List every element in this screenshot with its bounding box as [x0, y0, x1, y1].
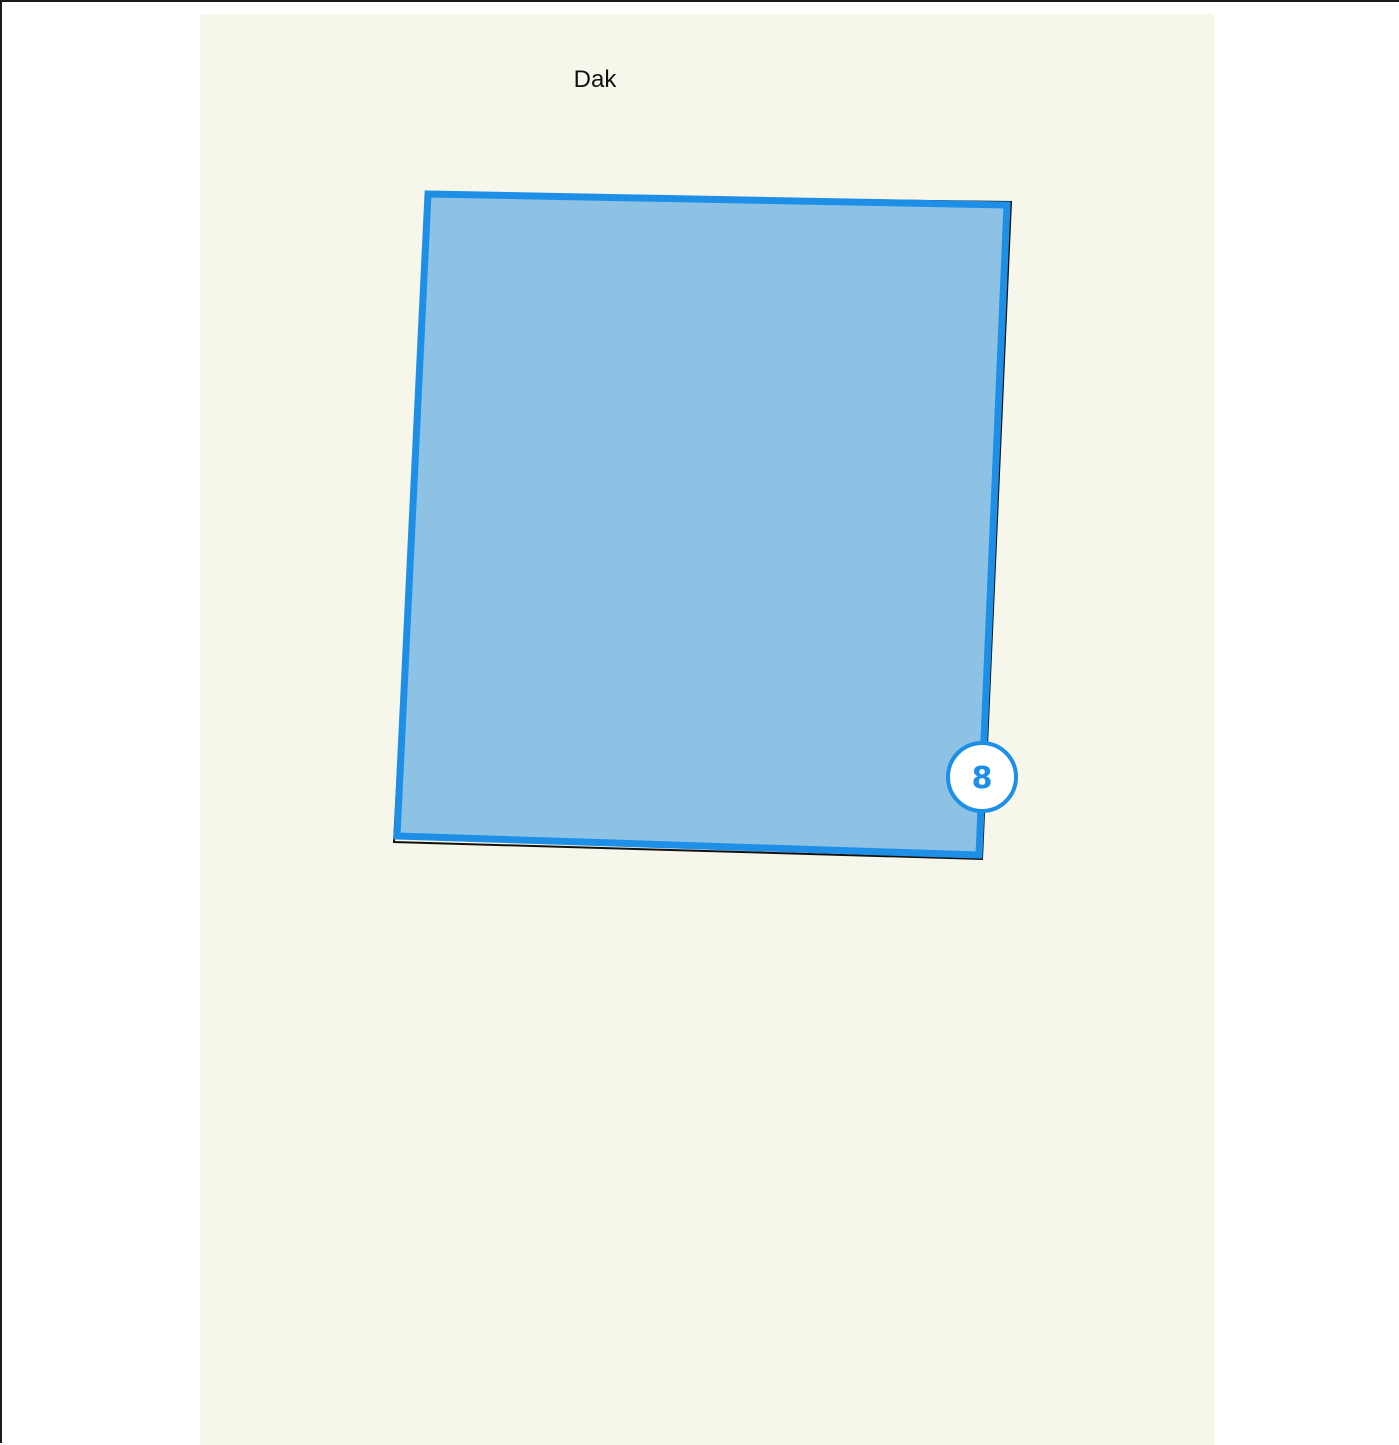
badge-label: 8 — [972, 761, 993, 796]
roof-polygon[interactable] — [393, 190, 1011, 859]
polygon-number-badge[interactable]: 8 — [946, 741, 1018, 813]
badge-circle — [946, 741, 1018, 813]
canvas-title: Dak — [573, 66, 617, 93]
